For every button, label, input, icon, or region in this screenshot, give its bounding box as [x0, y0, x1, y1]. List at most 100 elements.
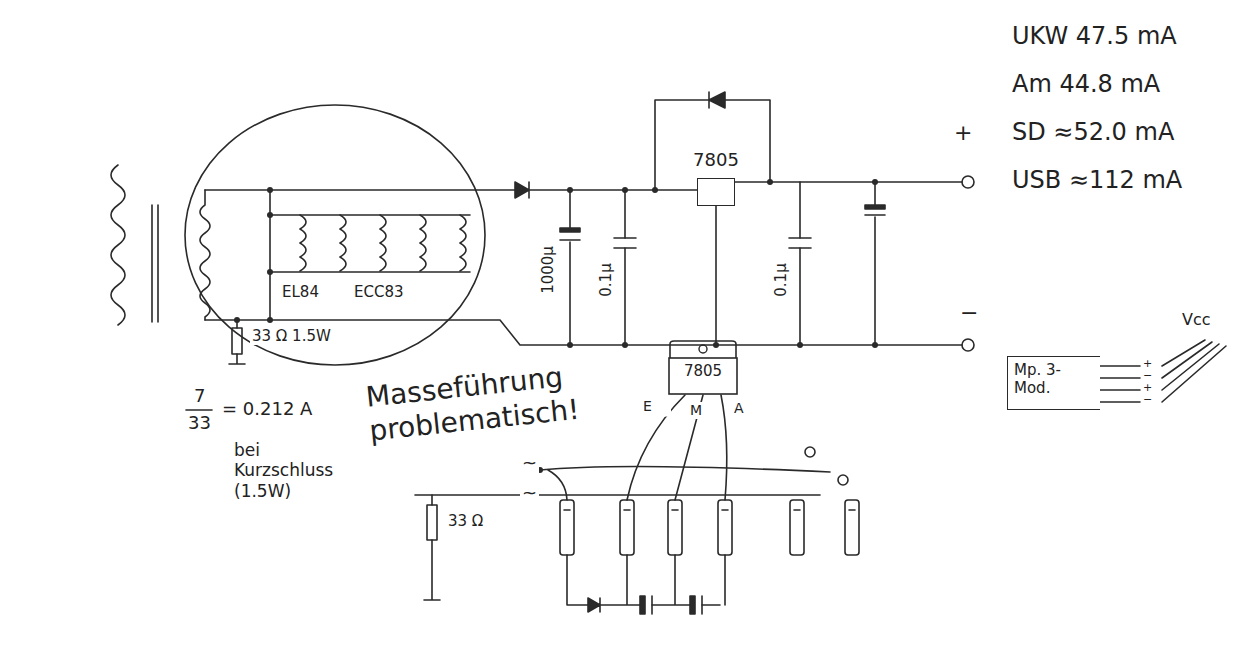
- junction-dot: [622, 342, 628, 348]
- handwritten-note: 0.1µ: [772, 261, 790, 298]
- resistor-symbol: [427, 505, 437, 540]
- handwritten-note: A: [732, 400, 746, 417]
- wire: [655, 100, 770, 190]
- node-label: Mp. 3-Mod.: [1014, 361, 1094, 397]
- junction-dot: [267, 317, 273, 323]
- handwritten-note: = 0.212 A: [220, 398, 314, 420]
- solder-lug: [620, 500, 634, 555]
- junction-dot: [767, 179, 773, 185]
- junction-dot: [797, 342, 803, 348]
- wire: [715, 205, 717, 345]
- handwritten-note: −: [958, 300, 980, 326]
- handwritten-note: E: [641, 398, 654, 415]
- supply-wire: [1162, 340, 1226, 402]
- module-box: Mp. 3-Mod.: [1007, 356, 1100, 410]
- mounting-hole: [805, 447, 815, 457]
- wire: [205, 320, 962, 345]
- handwritten-note: SD ≈52.0 mA: [1010, 118, 1176, 147]
- diode-symbol: [588, 598, 600, 612]
- wire: [569, 190, 571, 345]
- wire: [540, 466, 830, 472]
- terminal: [962, 176, 974, 188]
- diode-symbol: [709, 92, 725, 108]
- capacitor-symbol: [865, 214, 885, 216]
- handwritten-note: ~: [520, 452, 539, 474]
- solder-lug: [668, 500, 682, 555]
- lug-hole: [564, 509, 855, 511]
- capacitor-symbol: [690, 596, 695, 614]
- handwritten-note: USB ≈112 mA: [1010, 166, 1184, 195]
- capacitor-symbol: [701, 596, 703, 614]
- handwritten-note: UKW 47.5 mA: [1010, 22, 1179, 51]
- solder-lug: [790, 500, 804, 555]
- capacitor-symbol: [789, 238, 811, 248]
- heater-filament: [300, 215, 466, 271]
- junction-dot: [872, 179, 878, 185]
- handwritten-note: −: [1142, 370, 1153, 381]
- handwritten-note: 7: [192, 385, 207, 407]
- junction-dot: [267, 187, 273, 193]
- handwritten-note: ~: [520, 482, 539, 504]
- wire: [424, 495, 440, 600]
- wire: [229, 320, 245, 364]
- solder-lug: [718, 500, 732, 555]
- solder-lug: [845, 500, 859, 555]
- capacitor-symbol: [865, 205, 885, 209]
- regulator-package: 7805: [668, 340, 738, 395]
- handwritten-note: Masseführung problematisch!: [362, 349, 671, 448]
- handwritten-note: +: [1142, 382, 1153, 393]
- capacitor-symbol: [651, 596, 653, 614]
- fraction-bar: [186, 409, 212, 411]
- voltage-regulator: 7805: [691, 148, 741, 206]
- package-hole: [699, 345, 707, 353]
- wire: [205, 182, 962, 190]
- handwritten-note: ECC83: [352, 283, 406, 301]
- capacitor-symbol: [640, 596, 645, 614]
- primary-winding: [111, 165, 125, 325]
- diode-symbol: [515, 182, 529, 198]
- node-label: 7805: [691, 148, 741, 172]
- pin-line: [1100, 366, 1140, 402]
- heater-bus: [270, 190, 470, 320]
- junction-dot: [267, 212, 273, 218]
- handwritten-note: −: [1142, 394, 1153, 405]
- terminal: [962, 339, 974, 351]
- junction-dot: [567, 187, 573, 193]
- wire: [415, 494, 820, 496]
- mounting-hole: [838, 475, 848, 485]
- handwritten-note: 33: [186, 412, 213, 434]
- capacitor-symbol: [560, 228, 580, 232]
- package-body: [669, 358, 737, 394]
- handwritten-note: Am 44.8 mA: [1010, 70, 1162, 99]
- junction-dot: [234, 317, 240, 323]
- handwritten-note: Vcc: [1180, 310, 1213, 329]
- node-label: 7805: [668, 362, 738, 380]
- wire: [624, 190, 626, 345]
- junction-dot: [567, 342, 573, 348]
- handwritten-note: 0.1µ: [597, 261, 615, 298]
- transformer-core: [152, 205, 158, 322]
- solder-lug: [560, 500, 574, 555]
- regulator-body: [697, 178, 735, 206]
- junction-dot: [267, 269, 273, 275]
- handwritten-note: M: [688, 402, 704, 419]
- handwritten-note: +: [952, 120, 974, 146]
- capacitor-symbol: [560, 239, 580, 241]
- regulator-leg: [627, 395, 727, 500]
- wire: [799, 182, 801, 345]
- handwritten-note: 1000µ: [539, 244, 557, 296]
- junction-dot: [713, 342, 719, 348]
- handwritten-note: EL84: [280, 283, 321, 301]
- junction-dot: [872, 342, 878, 348]
- handwritten-note: 33 Ω: [446, 512, 485, 530]
- handwritten-note: +: [1142, 358, 1153, 369]
- junction-dot: [652, 187, 658, 193]
- capacitor-symbol: [614, 238, 636, 248]
- handwritten-note: 33 Ω 1.5W: [250, 327, 333, 345]
- junction-dot: [622, 187, 628, 193]
- circle-mark: [185, 105, 485, 365]
- resistor-symbol: [232, 328, 242, 354]
- package-tab: [670, 341, 736, 358]
- handwritten-note: bei Kurzschluss (1.5W): [232, 440, 346, 501]
